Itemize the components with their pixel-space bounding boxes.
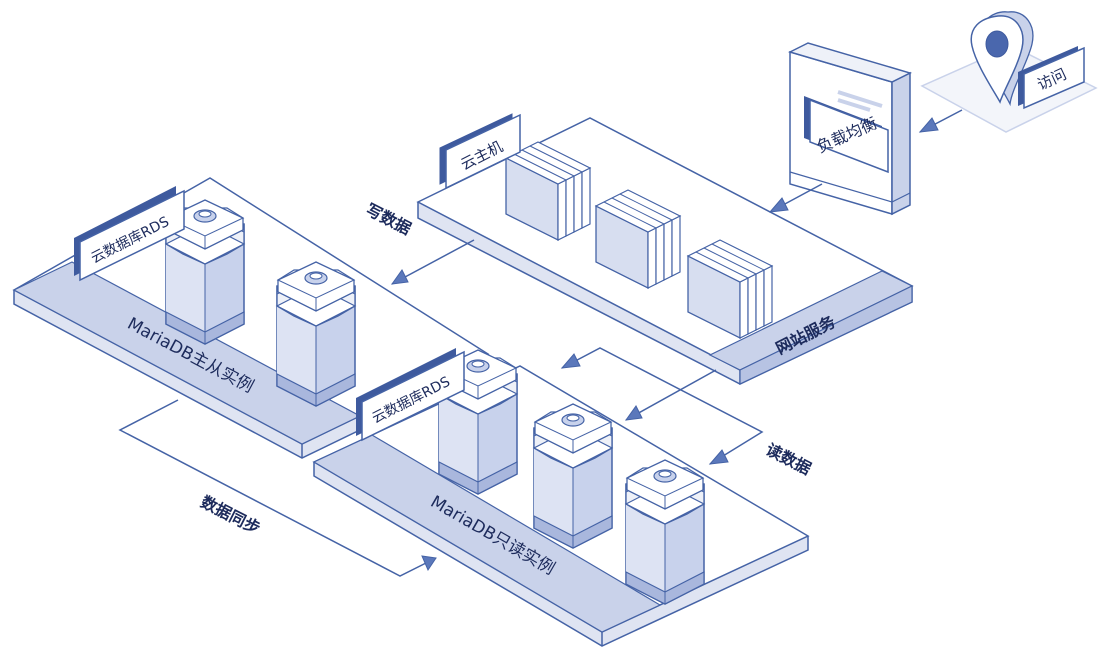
read-arrow-2 <box>561 347 764 465</box>
readonly-db-3 <box>625 459 705 605</box>
load-balancer <box>787 42 913 216</box>
sync-arrow <box>118 399 437 577</box>
read-data-label: 读数据 <box>763 440 814 479</box>
master-db-2 <box>276 261 356 407</box>
write-data-label: 写数据 <box>363 200 414 239</box>
master-rds-tag <box>74 186 185 282</box>
arrow-heads <box>390 117 939 572</box>
read-arrow-1 <box>625 369 717 421</box>
location-pin-icon <box>970 11 1034 107</box>
visitor <box>920 11 1098 133</box>
readonly-rds-tag <box>356 348 465 442</box>
cloud-host-tag <box>439 113 521 190</box>
readonly-db-2 <box>533 403 613 549</box>
